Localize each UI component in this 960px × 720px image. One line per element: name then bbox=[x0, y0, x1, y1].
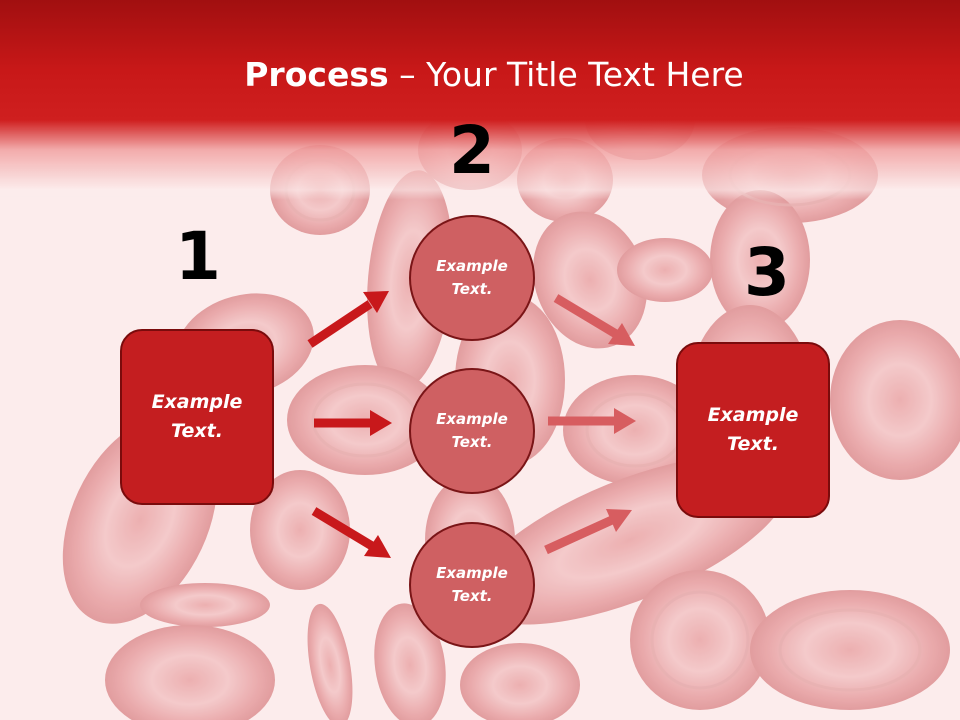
right-process-box[interactable]: Example Text. bbox=[676, 342, 830, 518]
title-bold: Process bbox=[244, 55, 389, 94]
arrow-from-middle-circle bbox=[548, 408, 636, 434]
arrow-from-bottom-circle bbox=[544, 509, 632, 555]
left-process-box[interactable]: Example Text. bbox=[120, 329, 274, 505]
arrow-to-top-circle bbox=[307, 291, 389, 348]
arrow-to-bottom-circle bbox=[311, 507, 391, 558]
step-number-1: 1 bbox=[175, 218, 221, 295]
step-number-3: 3 bbox=[744, 234, 790, 311]
slide-title: Process – Your Title Text Here bbox=[0, 54, 960, 96]
title-band bbox=[0, 0, 960, 200]
title-rest: – Your Title Text Here bbox=[388, 55, 744, 94]
bottom-circle[interactable]: Example Text. bbox=[409, 522, 535, 648]
arrow-from-top-circle bbox=[553, 294, 635, 346]
middle-circle[interactable]: Example Text. bbox=[409, 368, 535, 494]
top-circle[interactable]: Example Text. bbox=[409, 215, 535, 341]
step-number-2: 2 bbox=[449, 112, 495, 189]
arrow-to-middle-circle bbox=[314, 410, 392, 436]
